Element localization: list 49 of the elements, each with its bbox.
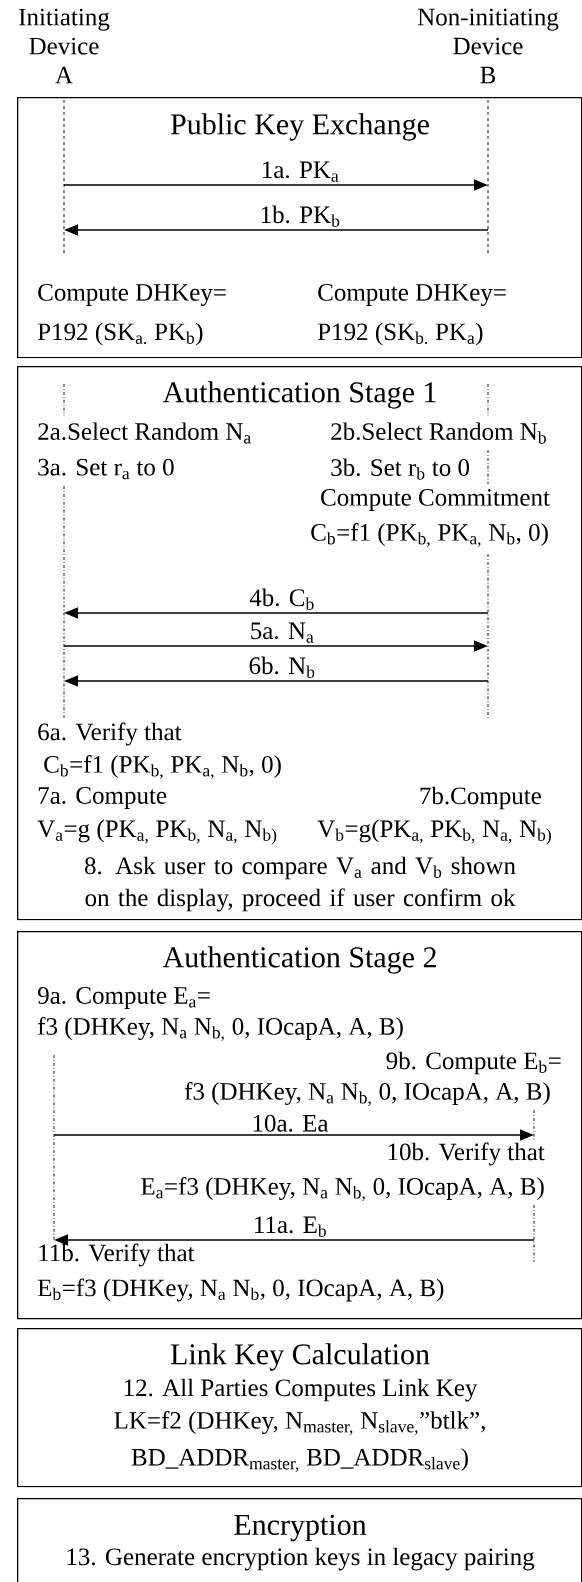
- lifeline: [53, 1054, 55, 1243]
- step-text: 13. Generate encryption keys in legacy pairing: [67, 1547, 535, 1571]
- edge-label: 1b. PK$_{b}$: [258, 204, 342, 228]
- step-text: 2a.Select Random N$_{a}$: [38, 422, 251, 444]
- step-text: Compute DHKey=: [38, 284, 226, 306]
- step-text: 6a. Verify that: [38, 722, 182, 746]
- edge-label: 6b. N$_{b}$: [247, 655, 317, 679]
- step-text: f3 (DHKey, N$_{a}$ N$_{b,}$ 0, IOcapA, A, B): [184, 1082, 550, 1107]
- step-text: 9a. Compute E$_{a}$=: [38, 987, 210, 1009]
- lifeline: [487, 383, 489, 719]
- step-text: E$_{a}$=f3 (DHKey, N$_{a}$ N$_{b,}$ 0, IOcapA, A, B): [141, 1177, 544, 1202]
- edge-label: 1a. PK$_{a}$: [259, 160, 341, 183]
- step-text: E$_{b}$=f3 (DHKey, N$_{a}$ N$_{b}$, 0, IOcapA, A, B): [37, 1278, 444, 1302]
- step-text: 2b.Select Random N$_{b}$: [331, 422, 546, 444]
- step-text: 3b. Set r$_{b}$ to 0: [331, 458, 469, 480]
- device-label: Initiating Device A: [19, 8, 110, 84]
- step-text: Compute Commitment: [321, 489, 550, 511]
- section-heading: Public Key Exchange: [170, 113, 429, 141]
- step-text: 7b.Compute: [420, 786, 541, 810]
- step-text: C$_{b}$=f1 (PK$_{b,}$ PK$_{a,}$ N$_{b}$, 0): [44, 755, 281, 780]
- device-label: Non-initiating Device B: [417, 8, 559, 84]
- edge-label: 5a. N$_{a}$: [248, 621, 316, 644]
- section-heading: Encryption: [234, 1514, 367, 1542]
- lifeline: [63, 383, 65, 719]
- edge-label: 11a. E$_{b}$: [251, 1215, 329, 1238]
- step-text: 10b. Verify that: [388, 1142, 545, 1166]
- step-text: LK=f2 (DHKey, N$_{master,}$ N$_{slave,}$”btlk”,: [114, 1411, 485, 1436]
- edge-label: 4b. C$_{b}$: [248, 587, 316, 611]
- step-text: 12. All Parties Computes Link Key: [124, 1378, 478, 1402]
- step-text: V$_{a}$=g (PK$_{a,}$ PK$_{b,}$ N$_{a,}$ N$_{b)}$: [37, 819, 277, 845]
- step-text: V$_{b}$=g(PK$_{a,}$ PK$_{b,}$ N$_{a,}$ N$_{b)}$: [317, 819, 551, 845]
- lifeline: [63, 99, 65, 255]
- step-text: 8. Ask user to compare V$_{a}$ and V$_{b}$ shown on the display, proceed if user confirm ok: [84, 856, 516, 912]
- step-text: P192 (SK$_{b.}$ PK$_{a}$): [317, 322, 483, 346]
- step-text: BD_ADDR$_{master,}$ BD_ADDR$_{slave}$): [131, 1448, 468, 1472]
- step-text: C$_{b}$=f1 (PK$_{b,}$ PK$_{a,}$ N$_{b}$, 0): [311, 523, 548, 548]
- section-heading: Link Key Calculation: [170, 1343, 430, 1371]
- step-text: 9b. Compute E$_{b}$=: [386, 1051, 561, 1075]
- step-text: P192 (SK$_{a.}$ PK$_{b}$): [37, 322, 203, 346]
- section-heading: Authentication Stage 1: [162, 381, 436, 409]
- lifeline: [487, 99, 489, 255]
- step-text: 7a. Compute: [38, 787, 167, 809]
- step-text: 3a. Set r$_{a}$ to 0: [38, 458, 174, 480]
- edge-label: 10a. Ea: [250, 1113, 330, 1133]
- step-text: 11b. Verify that: [39, 1243, 195, 1267]
- step-text: f3 (DHKey, N$_{a}$ N$_{b,}$ 0, IOcapA, A, B): [37, 1017, 403, 1042]
- step-text: Compute DHKey=: [318, 284, 506, 306]
- lifeline: [533, 1109, 535, 1263]
- section-heading: Authentication Stage 2: [162, 946, 436, 974]
